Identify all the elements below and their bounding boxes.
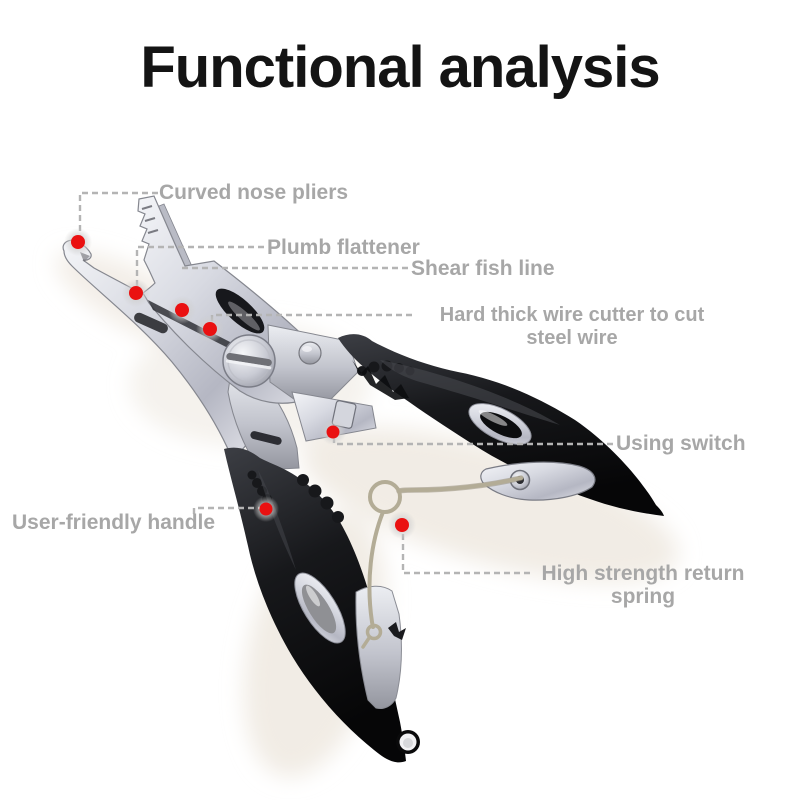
annotation-label-shear-fish-line: Shear fish line (411, 257, 555, 280)
annotation-label-curved-nose-pliers: Curved nose pliers (159, 181, 349, 204)
callout-line-plumb-flattener (135, 245, 264, 288)
marker-dot-shear-fish-line (168, 296, 196, 324)
annotation-label-using-switch: Using switch (616, 432, 746, 455)
marker-dot-curved-nose (64, 228, 92, 256)
marker-dot-user-handle (253, 496, 279, 522)
return-spring-wire (361, 475, 524, 649)
annotation-label-return-spring-line2: spring (610, 585, 676, 608)
marker-dot-using-switch (320, 419, 346, 445)
annotation-label-return-spring-line1: High strength return (541, 562, 745, 585)
annotation-label-user-friendly-handle: User-friendly handle (12, 511, 216, 534)
marker-dot-plumb-flattener (122, 279, 150, 307)
callout-line-return-spring (401, 531, 530, 575)
marker-dot-return-spring (388, 511, 416, 539)
annotation-label-plumb-flattener: Plumb flattener (267, 236, 420, 259)
switch-lever (480, 461, 596, 501)
annotation-label-hard-wire-cutter: Hard thick wire cutter to cut steel wire (412, 304, 732, 350)
switch-tab (250, 391, 377, 445)
marker-dot-wire-cutter (196, 315, 224, 343)
marker-dots (64, 228, 416, 539)
annotation-label-hard-wire-cutter-line2: steel wire (526, 327, 618, 349)
spring-anchor-plate (355, 585, 406, 709)
page-title: Functional analysis (140, 35, 660, 100)
callout-line-user-handle (192, 506, 261, 514)
pivot-screw (222, 334, 276, 388)
annotation-label-return-spring: High strength return spring (523, 562, 763, 608)
callout-line-curved-nose (78, 191, 158, 236)
annotation-label-hard-wire-cutter-line1: Hard thick wire cutter to cut (439, 304, 705, 326)
pivot-pin (298, 341, 322, 365)
